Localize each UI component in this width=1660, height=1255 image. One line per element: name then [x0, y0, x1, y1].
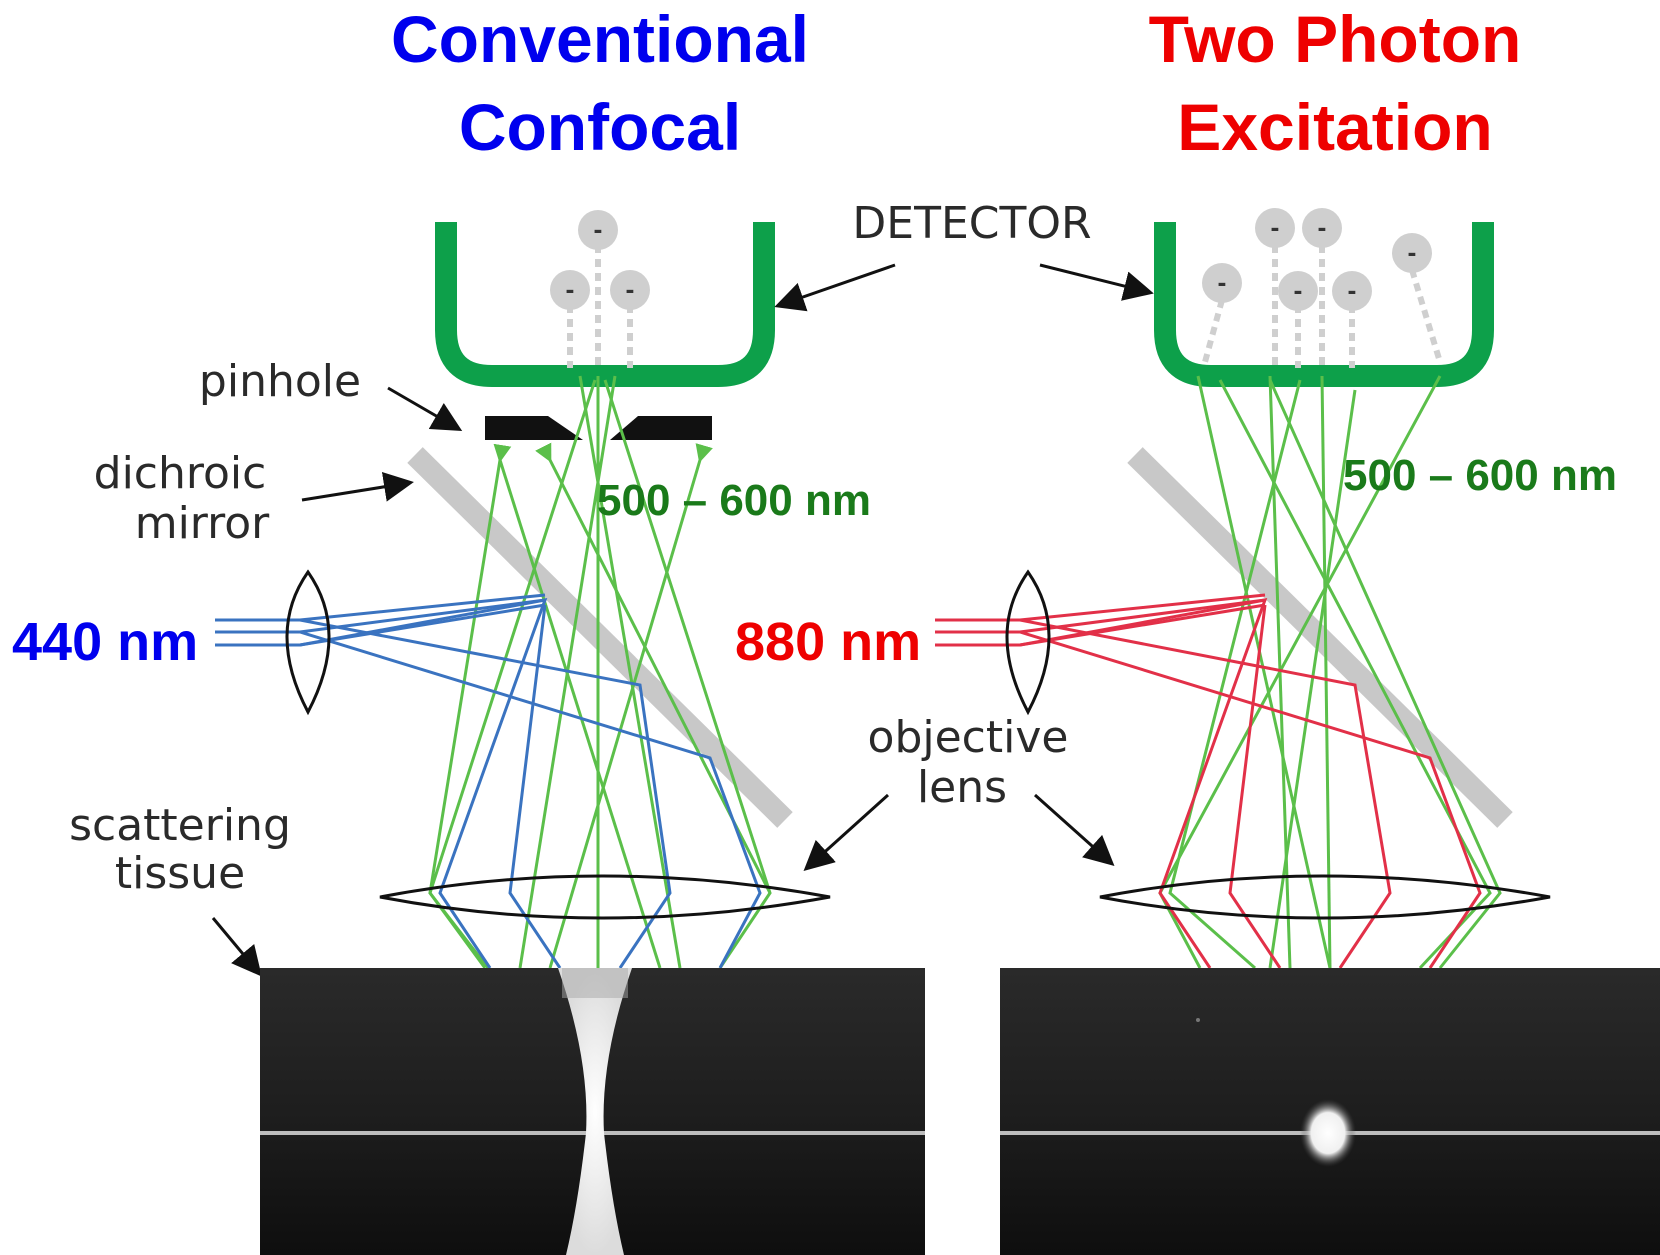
detector-arrow-left: [774, 263, 896, 312]
objective-label-line1: objective: [868, 712, 1069, 763]
scattering-arrow: [211, 917, 262, 977]
objective-arrow-right: [1034, 793, 1115, 866]
wavelength-excitation-right: 880 nm: [735, 612, 921, 672]
electron: [1255, 208, 1295, 248]
focal-spot: [1300, 1099, 1356, 1167]
two-photon-setup: - - - - - -: [935, 208, 1551, 970]
two-photon-fluorescence-image: [1000, 968, 1660, 1255]
objective-label-line2: lens: [917, 762, 1007, 813]
title-left-line2: Confocal: [459, 90, 741, 164]
electron-symbol: -: [1407, 242, 1416, 267]
electrons-left: - - -: [550, 210, 650, 310]
detector-cup-right: [1154, 222, 1494, 387]
pinhole-plate-right: [610, 416, 712, 440]
electron: [1302, 208, 1342, 248]
electron-tracks-right: [1202, 245, 1443, 368]
objective-lens-left: [379, 874, 831, 920]
wavelength-emission-right: 500 – 600 nm: [1343, 451, 1617, 500]
objective-arrow-left: [803, 793, 890, 872]
title-left-line1: Conventional: [391, 2, 809, 76]
scattering-label-line2: tissue: [115, 848, 245, 899]
electron: [1202, 263, 1242, 303]
electron: [1278, 271, 1318, 311]
electron: [578, 210, 618, 250]
electron: [1392, 233, 1432, 273]
electron-tracks-left: [567, 245, 633, 368]
excitation-lens-right: [1005, 569, 1051, 716]
confocal-fluorescence-image: [260, 968, 925, 1255]
electrons-right: - - - - - -: [1202, 208, 1432, 311]
electron-symbol: -: [1347, 280, 1356, 305]
emission-rays-left: [428, 375, 772, 969]
emission-rays-right: [1158, 375, 1502, 970]
electron-symbol: -: [1293, 280, 1302, 305]
dichroic-arrow: [301, 471, 414, 502]
electron-symbol: -: [1217, 272, 1226, 297]
objective-lens-right: [1099, 874, 1551, 920]
electron: [550, 270, 590, 310]
electron-symbol: -: [1270, 217, 1279, 242]
electron-symbol: -: [565, 279, 574, 304]
electron-symbol: -: [593, 219, 602, 244]
detector-label: DETECTOR: [852, 198, 1091, 249]
electron-symbol: -: [1317, 217, 1326, 242]
pinhole-plate-left: [485, 416, 583, 440]
scattering-label-line1: scattering: [69, 800, 291, 851]
electron: [610, 270, 650, 310]
detector-arrow-right: [1039, 263, 1154, 301]
confocal-setup: - - -: [215, 210, 831, 969]
dichroic-label-line2: mirror: [135, 498, 270, 549]
pinhole-arrow: [387, 386, 463, 432]
electron: [1332, 271, 1372, 311]
title-right-line1: Two Photon: [1149, 2, 1522, 76]
dichroic-label-line1: dichroic: [94, 448, 267, 499]
dichroic-mirror-left: [407, 447, 793, 828]
excitation-lens-left: [285, 569, 331, 716]
title-right-line2: Excitation: [1177, 90, 1492, 164]
detector-cup-left: [435, 222, 775, 387]
wavelength-excitation-left: 440 nm: [12, 612, 198, 672]
wavelength-emission-left: 500 – 600 nm: [597, 476, 871, 525]
pinhole-label: pinhole: [199, 356, 361, 407]
fluorescence-cone: [558, 968, 632, 1255]
electron-symbol: -: [625, 279, 634, 304]
